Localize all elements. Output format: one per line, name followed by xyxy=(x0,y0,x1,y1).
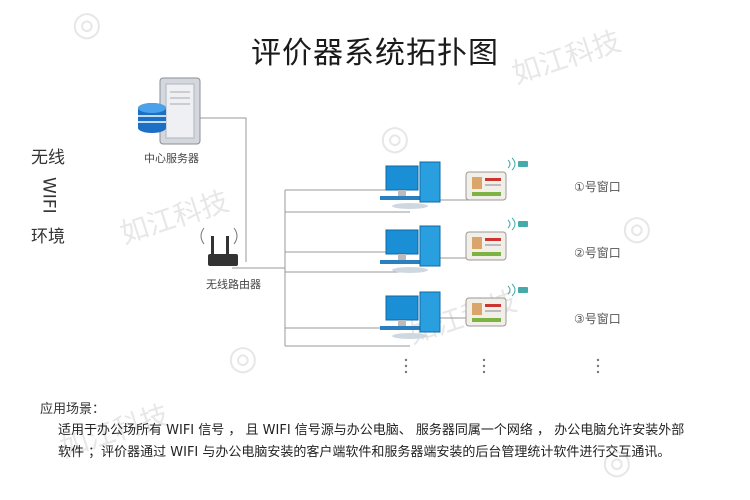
pc-2-icon xyxy=(380,225,441,273)
watermark-logo: ◎ xyxy=(380,118,410,158)
evaluator-1-icon xyxy=(465,157,528,201)
scenario-text: 适用于办公场所有 WIFI 信号 ， 且 WIFI 信号源与办公电脑、 服务器同… xyxy=(58,420,718,464)
page-title: 评价器系统拓扑图 xyxy=(251,36,499,71)
router-icon xyxy=(200,227,238,266)
evaluator-3-icon xyxy=(465,283,528,327)
window-label-1: ①号窗口 xyxy=(574,180,621,194)
watermark-logo: ◎ xyxy=(72,4,102,44)
window-label-2: ②号窗口 xyxy=(574,246,621,260)
pc-3-icon xyxy=(380,291,441,339)
pc-1-icon xyxy=(380,161,441,209)
side-label-line: 环境 xyxy=(31,227,65,247)
scenario-title: 应用场景： xyxy=(40,402,106,417)
side-label-line: WIFI xyxy=(38,176,59,214)
wireless-environment-label: 无线 WIFI 环境 xyxy=(28,148,68,248)
window-label-3: ③号窗口 xyxy=(574,312,621,326)
more-dots xyxy=(404,358,600,374)
watermark-logo: ◎ xyxy=(622,208,652,248)
side-label-line: 无线 xyxy=(31,148,65,168)
watermark-logo: ◎ xyxy=(602,442,632,482)
scenario-line: 适用于办公场所有 WIFI 信号 ， 且 WIFI 信号源与办公电脑、 服务器同… xyxy=(58,423,685,438)
server-router-link xyxy=(200,117,247,262)
server-label: 中心服务器 xyxy=(144,152,199,165)
watermark-logo: ◎ xyxy=(228,338,258,378)
scenario-line: 软件 ；评价器通过 WIFI 与办公电脑安装的客户端软件和服务器端安装的后台管理… xyxy=(58,445,671,460)
evaluator-2-icon xyxy=(465,217,528,261)
router-label: 无线路由器 xyxy=(206,278,261,291)
server-icon xyxy=(138,77,201,145)
